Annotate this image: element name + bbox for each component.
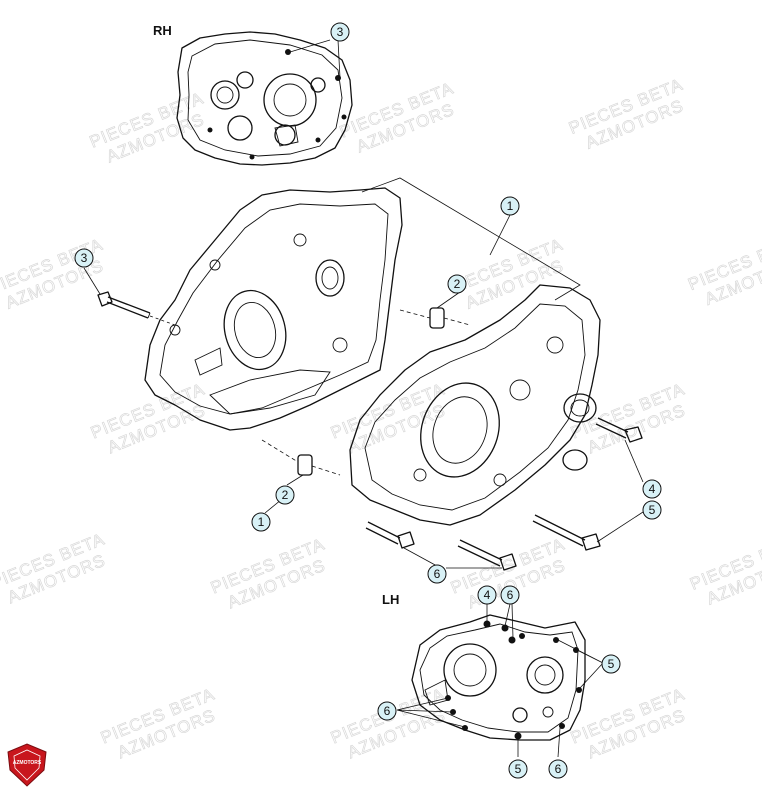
lh-crankcase-view — [411, 614, 586, 741]
callout-rh-3: 3 — [330, 22, 350, 42]
leader-1-top — [489, 214, 511, 256]
right-crankcase-half — [144, 187, 403, 431]
callout-lh-4: 4 — [477, 585, 497, 605]
rh-3-leader — [289, 39, 341, 79]
alignment-line-lower — [261, 439, 341, 476]
callout-3-left: 3 — [74, 248, 94, 268]
callout-lh-6-top: 6 — [500, 585, 520, 605]
callout-lh-5-bottom: 5 — [508, 759, 528, 779]
svg-text:5: 5 — [608, 657, 615, 671]
dowel-pin-upper — [429, 307, 445, 329]
callout-1-bottom: 1 — [251, 512, 271, 532]
svg-text:1: 1 — [507, 199, 514, 213]
svg-text:2: 2 — [454, 277, 461, 291]
leader-2-top — [436, 291, 461, 309]
leader-2-bottom — [286, 474, 304, 486]
lh-5-right-leader — [557, 639, 604, 689]
callout-5: 5 — [642, 500, 662, 520]
svg-text:6: 6 — [434, 567, 441, 581]
lh-6-left-leader — [396, 697, 466, 728]
callout-lh-5-right: 5 — [601, 654, 621, 674]
logo-text: AZMOTORS — [13, 760, 42, 766]
callout-6: 6 — [427, 564, 447, 584]
dowel-pin-lower — [297, 454, 313, 476]
svg-text:4: 4 — [649, 482, 656, 496]
leader-4 — [624, 439, 644, 483]
callout-lh-6-left: 6 — [377, 701, 397, 721]
assembly-bracket — [361, 177, 581, 301]
svg-text:6: 6 — [384, 704, 391, 718]
leader-6 — [403, 547, 502, 569]
bolt-6-left — [365, 521, 415, 549]
leader-5 — [596, 511, 644, 543]
alignment-line-upper — [399, 309, 471, 326]
rh-view-label: RH — [153, 23, 172, 38]
svg-text:2: 2 — [282, 488, 289, 502]
svg-text:5: 5 — [515, 762, 522, 776]
callout-2-top: 2 — [447, 274, 467, 294]
lh-view-label: LH — [382, 592, 399, 607]
svg-text:3: 3 — [337, 25, 344, 39]
callout-lh-6-bottom: 6 — [548, 759, 568, 779]
svg-text:6: 6 — [555, 762, 562, 776]
bolt-3-axis — [149, 315, 176, 326]
long-bolt-3 — [97, 291, 151, 319]
svg-text:1: 1 — [258, 515, 265, 529]
rh-crankcase-view — [176, 31, 353, 166]
lh-6-top-leader — [504, 603, 514, 639]
svg-text:4: 4 — [484, 588, 491, 602]
bolt-5 — [532, 514, 601, 551]
azmotors-logo: AZMOTORS — [7, 743, 47, 787]
leader-3-left — [83, 267, 101, 295]
bolt-6-right — [457, 539, 517, 571]
callout-1-top: 1 — [500, 196, 520, 216]
lh-6-bottom-leader — [557, 727, 561, 758]
callout-2-bottom: 2 — [275, 485, 295, 505]
left-crankcase-half — [349, 284, 601, 526]
svg-text:6: 6 — [507, 588, 514, 602]
bolt-4 — [595, 417, 643, 443]
svg-text:3: 3 — [81, 251, 88, 265]
callout-4: 4 — [642, 479, 662, 499]
svg-text:5: 5 — [649, 503, 656, 517]
